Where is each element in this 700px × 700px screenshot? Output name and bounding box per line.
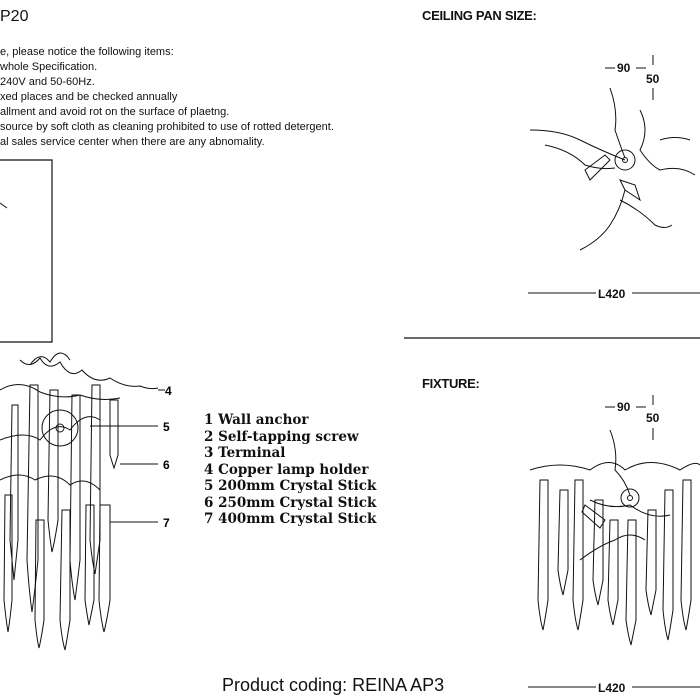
crystal-stick bbox=[572, 479, 584, 631]
crystal-stick bbox=[89, 384, 101, 575]
fixture-front-view bbox=[528, 395, 700, 688]
crystal-stick bbox=[557, 489, 569, 596]
crystal-stick bbox=[69, 394, 81, 601]
crystal-stick bbox=[26, 384, 39, 613]
crystal-stick bbox=[9, 404, 19, 581]
ceiling-pan-drawing bbox=[528, 55, 700, 294]
dimension-50: 50 bbox=[646, 411, 660, 425]
branch bbox=[0, 384, 121, 400]
branch bbox=[659, 137, 691, 141]
branch bbox=[0, 416, 101, 441]
branch bbox=[579, 534, 646, 561]
branch bbox=[639, 109, 696, 176]
part-item: 2 Self-tapping screw bbox=[204, 428, 359, 445]
part-item: 3 Terminal bbox=[204, 445, 286, 461]
branch bbox=[609, 87, 626, 159]
dimension-90: 90 bbox=[617, 61, 631, 75]
callout-label: 7 bbox=[163, 516, 170, 530]
ceiling-pan-dimensions: 90 50 L420 bbox=[598, 61, 660, 301]
branch bbox=[579, 189, 626, 251]
mount-center bbox=[627, 495, 633, 501]
note-line: source by soft cloth as cleaning prohibi… bbox=[0, 121, 334, 133]
crystal-stick bbox=[581, 504, 606, 529]
crystal-stick bbox=[3, 494, 13, 633]
branch bbox=[529, 129, 626, 161]
wall-mark bbox=[0, 202, 8, 209]
mount-center bbox=[55, 423, 65, 433]
part-item: 5 200mm Crystal Stick bbox=[204, 478, 377, 494]
crystal-stick bbox=[607, 519, 619, 626]
fixture-heading: FIXTURE: bbox=[422, 376, 480, 391]
note-line: whole Specification. bbox=[0, 61, 98, 73]
page-title: P20 bbox=[0, 8, 29, 25]
crystal-stick bbox=[109, 399, 119, 470]
dimension-l420: L420 bbox=[598, 681, 626, 695]
crystal-stick bbox=[662, 489, 674, 641]
part-item: 4 Copper lamp holder bbox=[204, 461, 369, 478]
branch bbox=[19, 357, 159, 390]
parts-list: 1 Wall anchor 2 Self-tapping screw 3 Ter… bbox=[204, 412, 376, 528]
dimension-l420: L420 bbox=[598, 287, 626, 301]
note-line: e, please notice the following items: bbox=[0, 46, 174, 58]
crystal-stick bbox=[98, 504, 111, 633]
wall-box-outline bbox=[0, 159, 53, 343]
crystal-stick bbox=[619, 179, 641, 202]
part-item: 1 Wall anchor bbox=[204, 412, 309, 428]
crystal-stick bbox=[59, 509, 71, 651]
mount-center bbox=[622, 157, 628, 163]
note-line: xed places and be checked annually bbox=[0, 91, 178, 103]
branch bbox=[589, 499, 671, 517]
branch bbox=[0, 474, 101, 491]
fixture-side-view bbox=[0, 352, 165, 651]
part-item: 7 400mm Crystal Stick bbox=[204, 511, 377, 527]
note-line: al sales service center when there are a… bbox=[0, 136, 265, 148]
branch bbox=[544, 144, 616, 170]
ceiling-pan-heading: CEILING PAN SIZE: bbox=[422, 8, 537, 23]
crystal-stick bbox=[592, 499, 604, 606]
mount-plate bbox=[614, 149, 636, 171]
fixture-dimensions: 90 50 L420 bbox=[598, 400, 660, 695]
callout-label: 6 bbox=[163, 458, 170, 472]
dimension-90: 90 bbox=[617, 400, 631, 414]
crystal-stick bbox=[537, 479, 549, 631]
fixture-callouts: 4 5 6 7 bbox=[163, 384, 172, 530]
branch bbox=[529, 462, 700, 471]
branch bbox=[29, 352, 71, 366]
safety-notes: e, please notice the following items: wh… bbox=[0, 45, 334, 150]
note-line: allment and avoid rot on the surface of … bbox=[0, 106, 230, 118]
crystal-stick bbox=[84, 504, 95, 626]
crystal-stick bbox=[34, 519, 45, 649]
crystal-stick bbox=[625, 519, 637, 646]
mount-plate bbox=[41, 409, 79, 447]
crystal-stick bbox=[645, 509, 657, 616]
dimension-50: 50 bbox=[646, 72, 660, 86]
part-item: 6 250mm Crystal Stick bbox=[204, 494, 377, 511]
mount-plate bbox=[620, 488, 640, 508]
product-coding: Product coding: REINA AP3 bbox=[222, 675, 445, 695]
callout-label: 4 bbox=[165, 384, 172, 398]
branch bbox=[619, 199, 673, 228]
crystal-stick bbox=[584, 154, 611, 181]
note-line: 240V and 50-60Hz. bbox=[0, 76, 95, 88]
callout-label: 5 bbox=[163, 420, 170, 434]
crystal-stick bbox=[680, 479, 692, 631]
crystal-stick bbox=[47, 389, 59, 553]
branch bbox=[609, 429, 631, 496]
